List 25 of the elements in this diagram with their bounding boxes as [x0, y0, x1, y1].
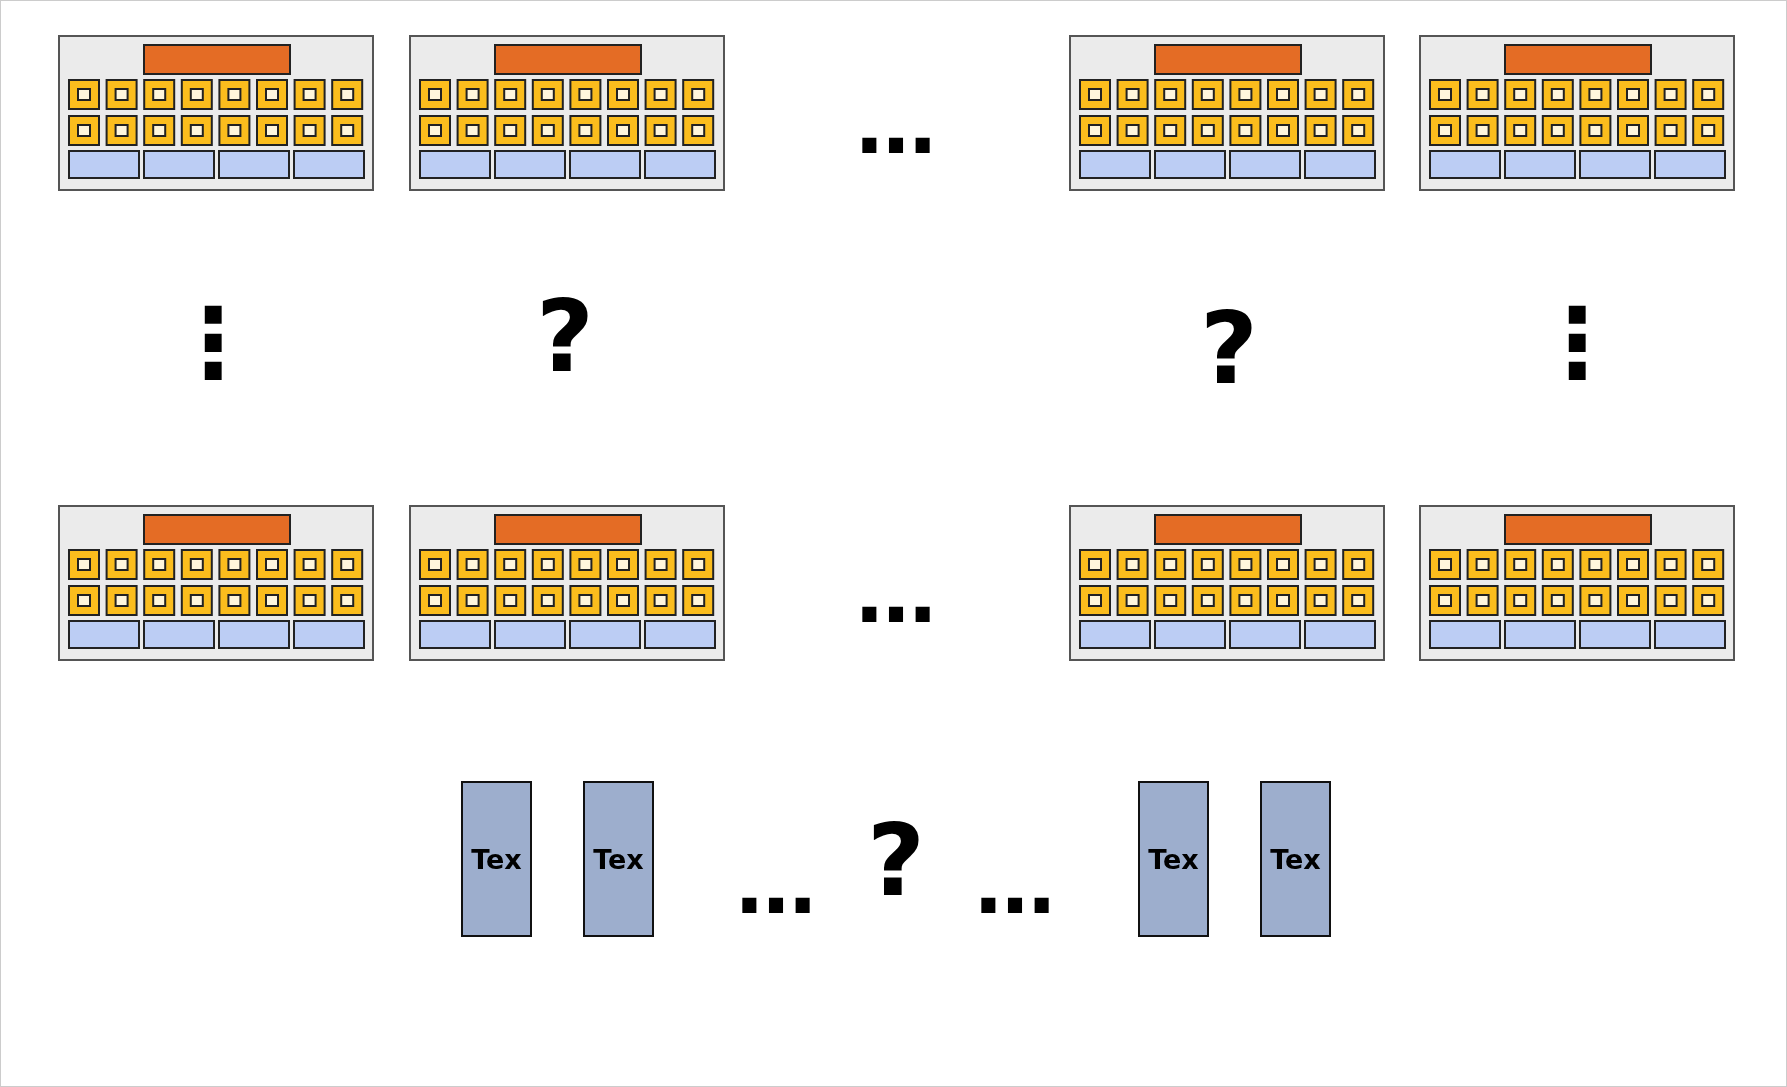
- unit-label: Tex: [593, 843, 644, 875]
- unit-label: Tex: [471, 843, 522, 875]
- ellipsis-text: ?: [536, 287, 594, 387]
- ellipsis-text: ?: [1200, 299, 1258, 399]
- ellipsis-text: …: [856, 86, 936, 166]
- ellipsis-text: ?: [867, 811, 925, 911]
- ellipsis-text: …: [736, 846, 816, 926]
- texture-unit-box: [1260, 781, 1331, 937]
- core-block: [1419, 505, 1735, 661]
- core-block: [1419, 35, 1735, 191]
- texture-unit-box: [583, 781, 654, 937]
- ellipsis-text: …: [975, 846, 1055, 926]
- ellipsis-text: ⋮: [165, 295, 261, 391]
- core-block: [1069, 505, 1385, 661]
- core-block: [58, 35, 374, 191]
- ellipsis-text: ⋮: [1529, 295, 1625, 391]
- core-block: [409, 35, 725, 191]
- core-block: [409, 505, 725, 661]
- unit-label: Tex: [1270, 843, 1321, 875]
- texture-unit-box: [1138, 781, 1209, 937]
- unit-label: Tex: [1148, 843, 1199, 875]
- core-block: [1069, 35, 1385, 191]
- core-block: [58, 505, 374, 661]
- texture-unit-box: [461, 781, 532, 937]
- ellipsis-text: …: [856, 555, 936, 635]
